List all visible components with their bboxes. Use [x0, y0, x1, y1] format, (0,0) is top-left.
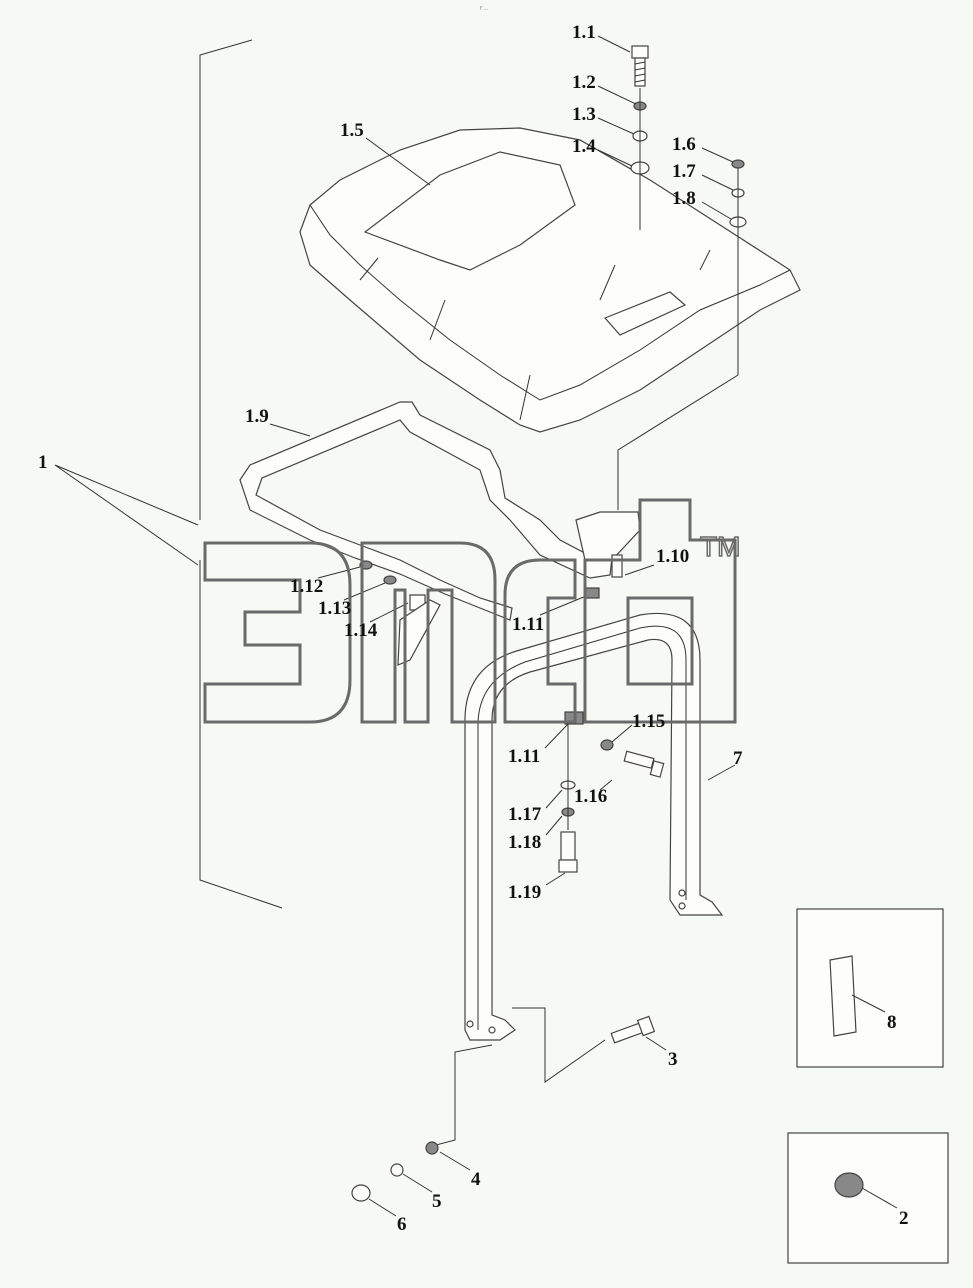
- label-2: 2: [899, 1208, 909, 1229]
- callout-labels: 1 1.1 1.2 1.3 1.4 1.5 1.6 1.7 1.8 1.9 1.…: [38, 22, 909, 1235]
- label-1-18: 1.18: [508, 832, 541, 853]
- label-1-17: 1.17: [508, 804, 542, 825]
- label-1: 1: [38, 452, 48, 473]
- plug-2: [834, 1172, 864, 1198]
- bolt-1-10: [611, 554, 623, 578]
- label-6: 6: [397, 1214, 407, 1235]
- bolt-3: [610, 1015, 656, 1044]
- label-1-6: 1.6: [672, 134, 696, 155]
- leader-roof-to-frame: [617, 265, 739, 510]
- box-part-8: [796, 908, 944, 1068]
- cap-6: [351, 1184, 371, 1202]
- part-1-13: [383, 575, 397, 585]
- canopy-roof: [299, 127, 801, 433]
- label-1-10: 1.10: [656, 546, 689, 567]
- watermark-tm: TM: [700, 531, 740, 562]
- label-1-9: 1.9: [245, 406, 269, 427]
- washer-5: [390, 1163, 404, 1177]
- clip-1-11-upper: [584, 587, 600, 599]
- leader-1: [54, 464, 199, 566]
- label-8: 8: [887, 1012, 897, 1033]
- bolt-1-19: [558, 831, 578, 873]
- label-1-11-upper: 1.11: [512, 614, 544, 635]
- box-part-2: [787, 1132, 949, 1264]
- label-4: 4: [471, 1169, 481, 1190]
- label-1-19: 1.19: [508, 882, 541, 903]
- label-leaders: [269, 35, 898, 1217]
- label-1-15: 1.15: [632, 711, 665, 732]
- label-1-11-lower: 1.11: [508, 746, 540, 767]
- roll-bar-7: [464, 612, 724, 1041]
- label-1-7: 1.7: [672, 161, 696, 182]
- label-1-14: 1.14: [344, 620, 378, 641]
- label-7: 7: [733, 748, 743, 769]
- label-1-5: 1.5: [340, 120, 364, 141]
- bolt-1-1: [631, 45, 649, 87]
- plate-8: [829, 955, 857, 1037]
- bolt-1-16: [623, 750, 665, 778]
- label-1-13: 1.13: [318, 598, 351, 619]
- label-1-16: 1.16: [574, 786, 607, 807]
- header-tiny-text: f’ ...: [480, 6, 488, 12]
- nut-1-6: [731, 159, 745, 169]
- label-1-12: 1.12: [290, 576, 323, 597]
- watermark-logo: TM: [203, 498, 741, 724]
- part-4: [425, 1141, 439, 1155]
- label-1-8: 1.8: [672, 188, 696, 209]
- label-1-3: 1.3: [572, 104, 596, 125]
- label-1-1: 1.1: [572, 22, 596, 43]
- washer-1-15: [600, 739, 614, 751]
- bracket-1-10: [575, 511, 641, 561]
- leader-bolt-3-path: [512, 1007, 606, 1083]
- label-1-2: 1.2: [572, 72, 596, 93]
- leader-parts-4-6: [435, 1044, 493, 1146]
- assembly-bracket-line: [199, 39, 283, 909]
- label-1-4: 1.4: [572, 136, 596, 157]
- label-5: 5: [432, 1191, 442, 1212]
- label-3: 3: [668, 1049, 678, 1070]
- frame-1-9: [239, 401, 613, 621]
